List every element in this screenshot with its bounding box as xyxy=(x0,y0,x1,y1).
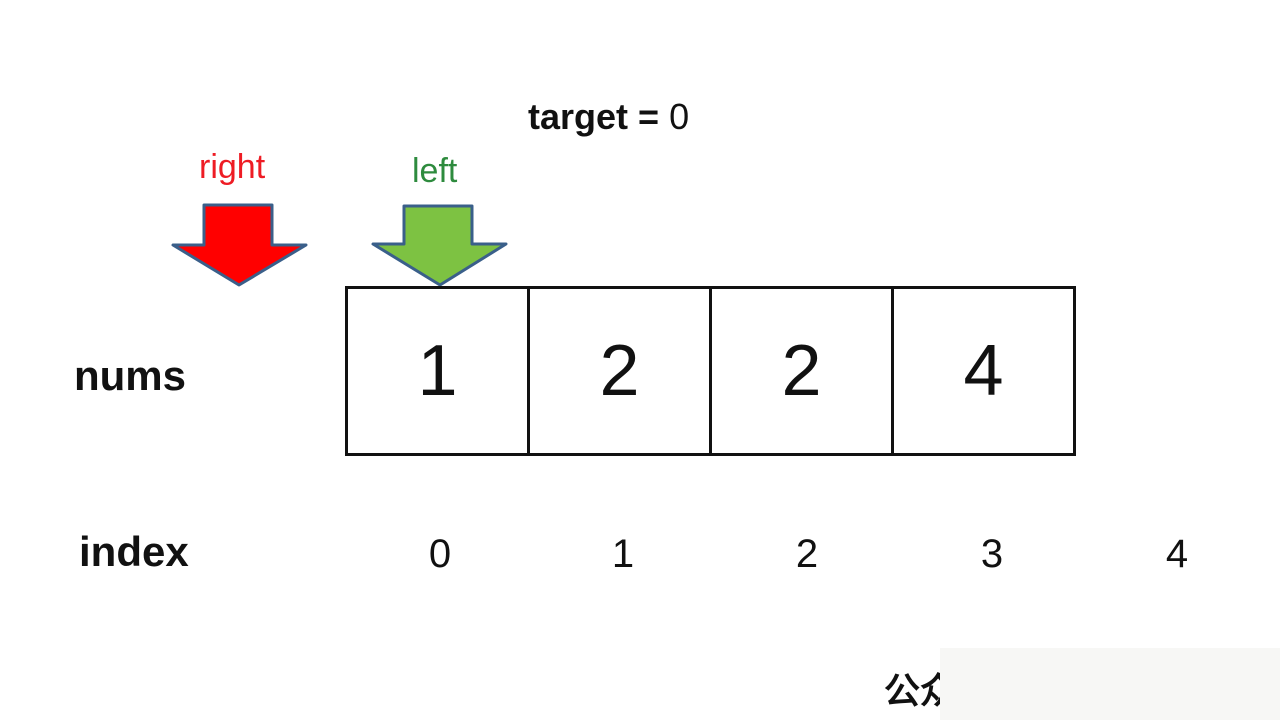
index-4: 4 xyxy=(1165,532,1189,576)
array-cell-0: 1 xyxy=(345,286,530,456)
target-title: target = 0 xyxy=(528,96,689,138)
array-cell-3: 4 xyxy=(891,286,1076,456)
index-row-label: index xyxy=(79,528,189,575)
right-pointer-label: right xyxy=(199,148,266,186)
right-arrow-shape xyxy=(171,203,308,287)
index-0: 0 xyxy=(428,532,452,576)
right-pointer-arrow-icon xyxy=(171,203,308,287)
nums-row-label: nums xyxy=(74,352,187,399)
array-cell-1: 2 xyxy=(527,286,712,456)
array-cell-2: 2 xyxy=(709,286,894,456)
index-2: 2 xyxy=(795,532,819,576)
target-value: 0 xyxy=(669,96,690,137)
nums-array: 1 2 2 4 xyxy=(345,286,1076,456)
target-label: target = xyxy=(528,96,660,137)
index-1: 1 xyxy=(611,532,635,576)
watermark-overlay xyxy=(940,648,1280,720)
left-arrow-shape xyxy=(371,204,508,287)
left-pointer-label: left xyxy=(412,152,458,190)
left-pointer-arrow-icon xyxy=(371,204,508,287)
index-3: 3 xyxy=(980,532,1004,576)
